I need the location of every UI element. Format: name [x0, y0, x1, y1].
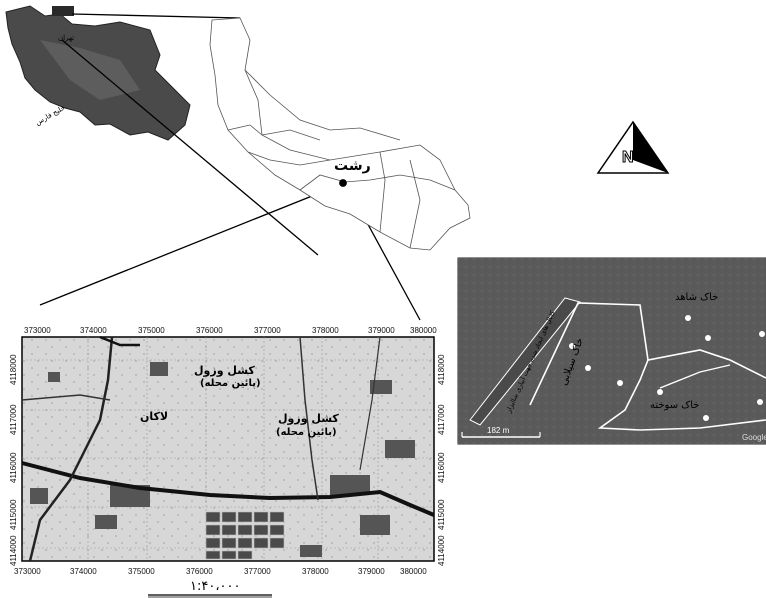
burnt-soil-label: خاک سوخته — [650, 400, 699, 411]
place-label: لاکان — [140, 410, 168, 423]
y-tick-label: 4117000 — [9, 404, 18, 435]
witness-soil-label: خاک شاهد — [675, 292, 718, 303]
tehran-label: تهران — [58, 34, 74, 42]
place-label: (پائین محله) — [200, 378, 261, 389]
gilan-highlight — [52, 6, 74, 16]
x-tick-label: 380000 — [400, 567, 427, 576]
y-tick-label: 4117000 — [437, 404, 446, 435]
x-tick-label: 376000 — [196, 326, 223, 335]
x-tick-label: 379000 — [358, 567, 385, 576]
x-tick-label: 374000 — [80, 326, 107, 335]
rasht-marker — [339, 179, 347, 187]
connector-line — [61, 39, 319, 256]
x-tick-label: 378000 — [302, 567, 329, 576]
place-label: کشل وزول — [194, 364, 255, 377]
y-tick-label: 4115000 — [437, 499, 446, 530]
satellite-inset: خاک شاهد خاک سوخته خاک سیلابی کانال های … — [457, 257, 766, 445]
y-tick-label: 4114000 — [9, 535, 18, 566]
y-tick-label: 4116000 — [9, 452, 18, 483]
iran-map: تهران خلیج فارس — [5, 5, 191, 141]
scale-label: 182 m — [487, 426, 510, 435]
x-tick-label: 380000 — [410, 326, 437, 335]
x-tick-label: 376000 — [186, 567, 213, 576]
x-tick-label: 373000 — [14, 567, 41, 576]
connector-line — [71, 13, 241, 19]
google-watermark: Google — [742, 433, 766, 442]
topo-map: کشل وزول (پائین محله) لاکان کشل وزول (با… — [9, 326, 446, 598]
y-tick-label: 4115000 — [9, 499, 18, 530]
x-tick-label: 375000 — [138, 326, 165, 335]
place-label: کشل وزول — [278, 412, 339, 425]
connector-line — [39, 183, 343, 306]
north-letter: N — [622, 149, 634, 166]
place-label: (بائین محله) — [276, 427, 337, 438]
y-tick-label: 4116000 — [437, 452, 446, 483]
north-arrow: N — [596, 120, 670, 174]
gilan-map: رشت — [209, 17, 471, 251]
x-tick-label: 375000 — [128, 567, 155, 576]
x-tick-label: 377000 — [254, 326, 281, 335]
x-tick-label: 377000 — [244, 567, 271, 576]
map-scale-text: ۱:۴۰،۰۰۰ — [190, 579, 240, 594]
x-tick-label: 374000 — [70, 567, 97, 576]
main-road — [21, 461, 435, 517]
x-tick-label: 373000 — [24, 326, 51, 335]
y-tick-label: 4114000 — [437, 535, 446, 566]
x-tick-label: 379000 — [368, 326, 395, 335]
gulf-label: خلیج فارس — [34, 104, 66, 127]
x-tick-label: 378000 — [312, 326, 339, 335]
sample-points — [569, 315, 765, 421]
y-tick-label: 4118000 — [9, 354, 18, 385]
rasht-label: رشت — [334, 158, 371, 174]
y-tick-label: 4118000 — [437, 354, 446, 385]
